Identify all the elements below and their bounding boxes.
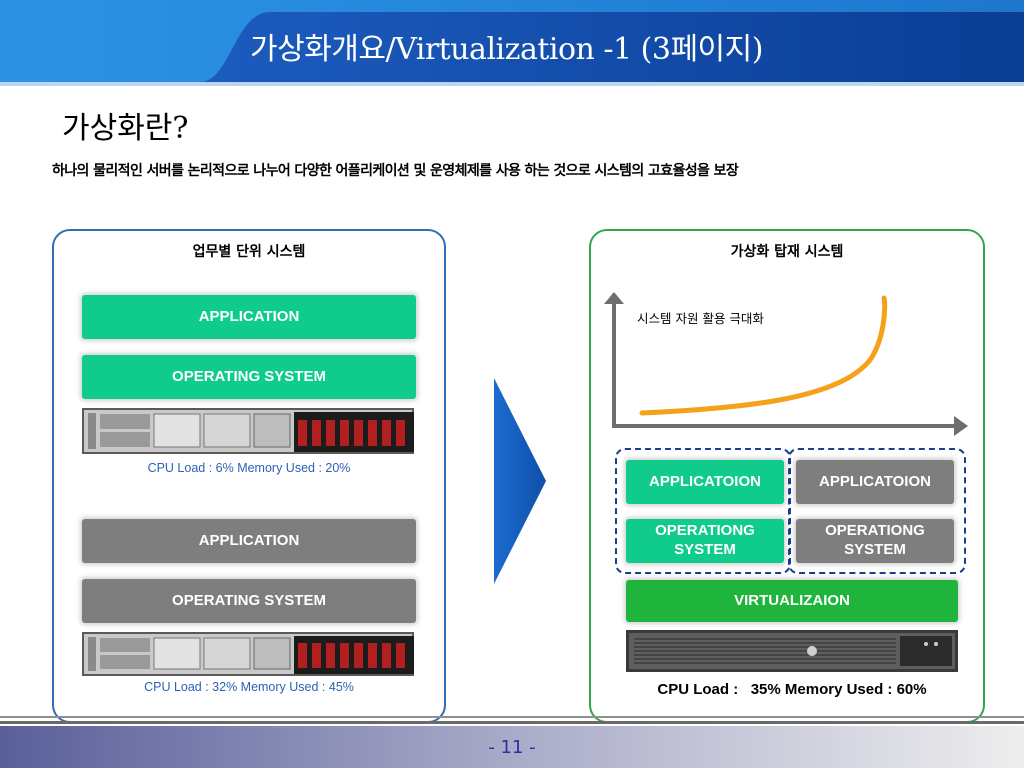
graph-label: 시스템 자원 활용 극대화 xyxy=(637,311,764,326)
vm2-boundary xyxy=(788,448,966,574)
left-stack1-application-block: APPLICATION xyxy=(82,295,416,339)
page-number: - 11 - xyxy=(488,737,536,758)
server-image-3 xyxy=(626,630,958,672)
server-image-2 xyxy=(82,632,414,676)
vm2-application-block: APPLICATOION xyxy=(796,460,954,504)
page-heading: 가상화란? xyxy=(62,111,189,146)
slide-title: 가상화개요/Virtualization -1 (3페이지) xyxy=(250,32,763,67)
description-text: 하나의 물리적인 서버를 논리적으로 나누어 다양한 어플리케이션 및 운영체제… xyxy=(52,163,739,179)
server-image-1 xyxy=(82,408,414,454)
left-panel-title: 업무별 단위 시스템 xyxy=(192,244,306,260)
vm1-application-block: APPLICATOION xyxy=(626,460,784,504)
left-stack2-os-block: OPERATING SYSTEM xyxy=(82,579,416,623)
header-band: 가상화개요/Virtualization -1 (3페이지) xyxy=(0,0,1024,92)
left-stack1-os-block: OPERATING SYSTEM xyxy=(82,355,416,399)
vm2-os-block: OPERATIONG SYSTEM xyxy=(796,519,954,563)
left-stack2-application-block: APPLICATION xyxy=(82,519,416,563)
vm1-os-block: OPERATIONG SYSTEM xyxy=(626,519,784,563)
left-stack1-cpu-memory: CPU Load : 6% Memory Used : 20% xyxy=(147,461,351,475)
vm1-boundary xyxy=(615,448,791,574)
right-cpu-memory: CPU Load : 35% Memory Used : 60% xyxy=(657,681,927,698)
utilization-graph xyxy=(604,292,968,436)
right-arrow-icon xyxy=(494,378,546,584)
right-panel-title: 가상화 탑재 시스템 xyxy=(730,244,844,260)
left-stack2-cpu-memory: CPU Load : 32% Memory Used : 45% xyxy=(144,680,354,694)
virtualization-block: VIRTUALIZAION xyxy=(626,580,958,622)
footer-band xyxy=(0,712,1024,768)
